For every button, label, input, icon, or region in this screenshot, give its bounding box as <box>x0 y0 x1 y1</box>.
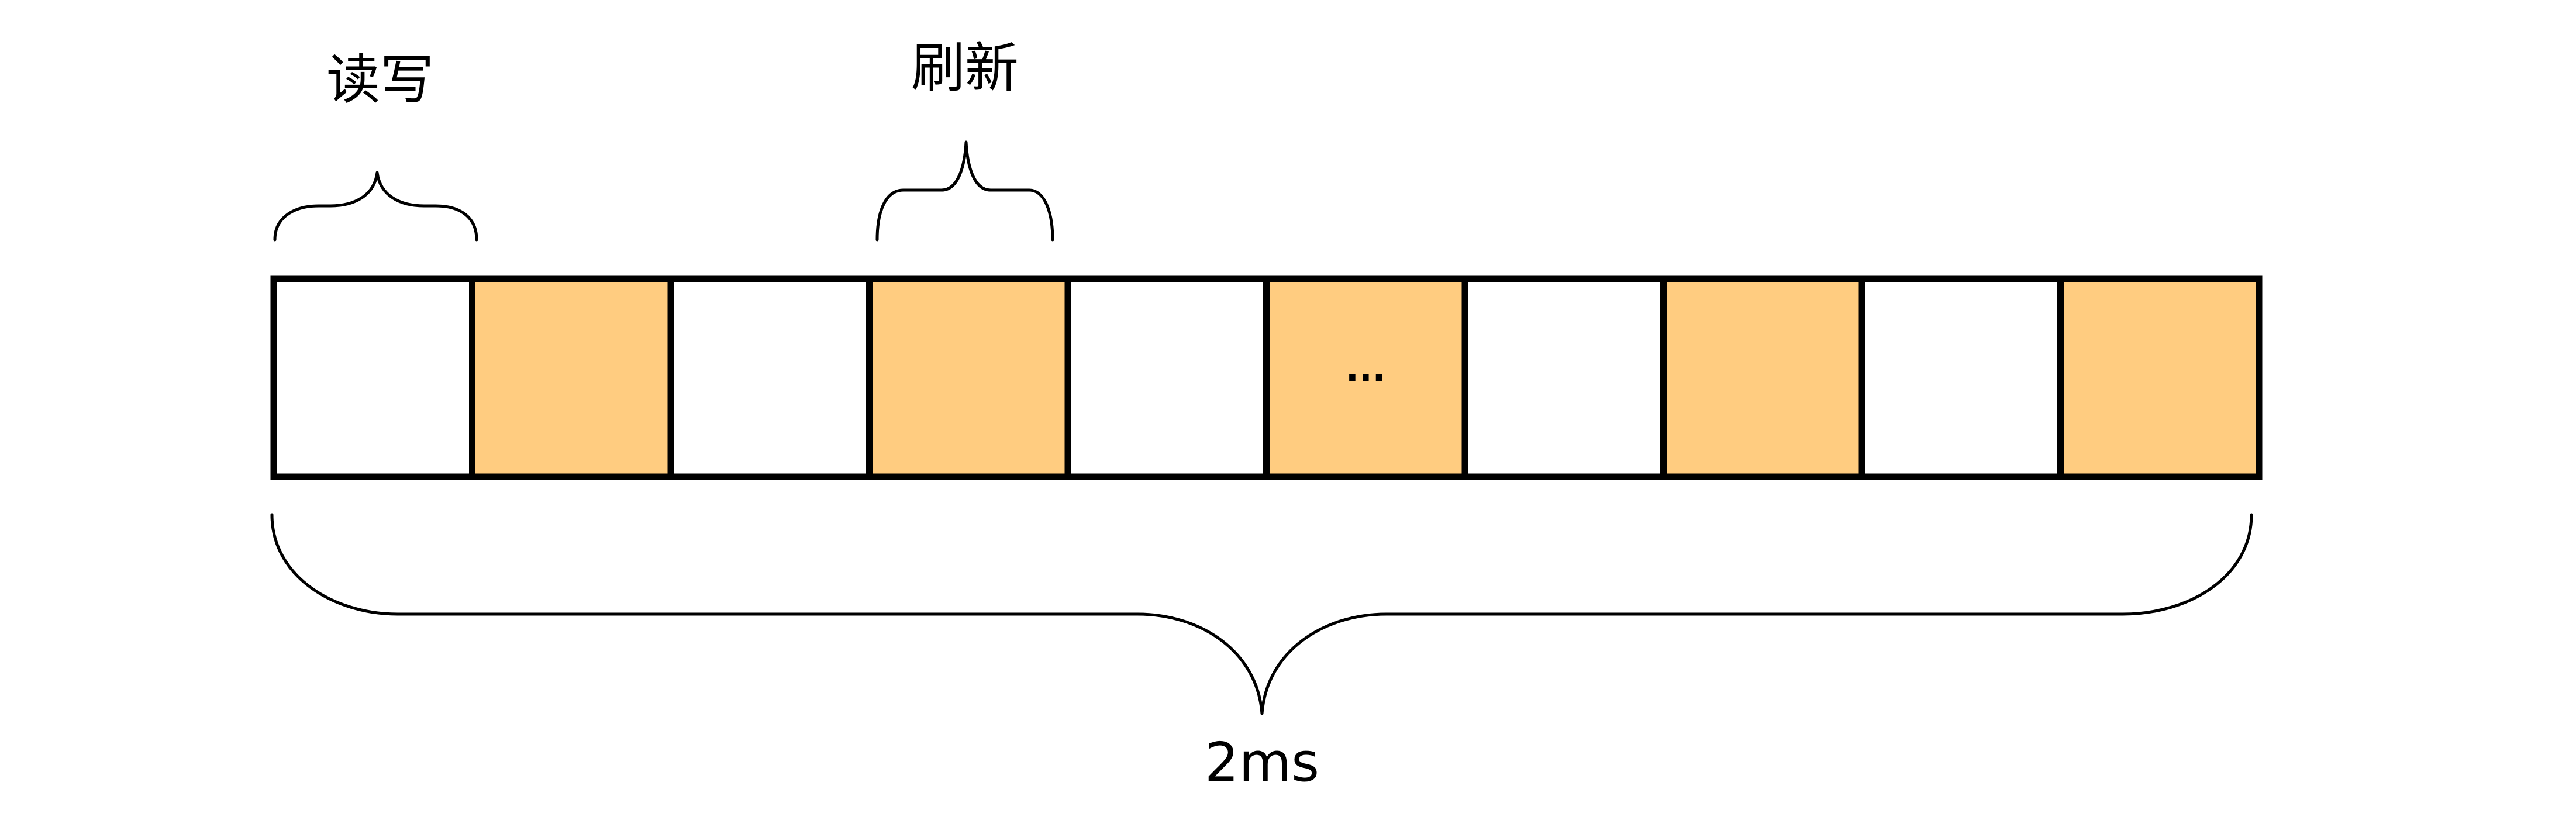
read-write-brace <box>273 171 478 242</box>
ellipsis-marker: ··· <box>1346 357 1385 398</box>
refresh-cell <box>1263 275 1468 480</box>
read-write-cell <box>270 275 475 480</box>
total-period-label: 2ms <box>1205 731 1319 794</box>
refresh-label: 刷新 <box>911 37 1019 99</box>
refresh-cell <box>2057 275 2263 480</box>
read-write-cell <box>1858 275 2064 480</box>
read-write-cell <box>1461 275 1667 480</box>
read-write-label: 读写 <box>326 49 434 111</box>
refresh-cell <box>469 275 674 480</box>
refresh-cell <box>866 275 1071 480</box>
cell-row: ··· <box>270 275 2263 480</box>
total-period-brace <box>270 513 2253 715</box>
refresh-cell <box>1660 275 1865 480</box>
read-write-cell <box>1064 275 1270 480</box>
read-write-cell <box>667 275 873 480</box>
refresh-brace <box>875 140 1054 242</box>
